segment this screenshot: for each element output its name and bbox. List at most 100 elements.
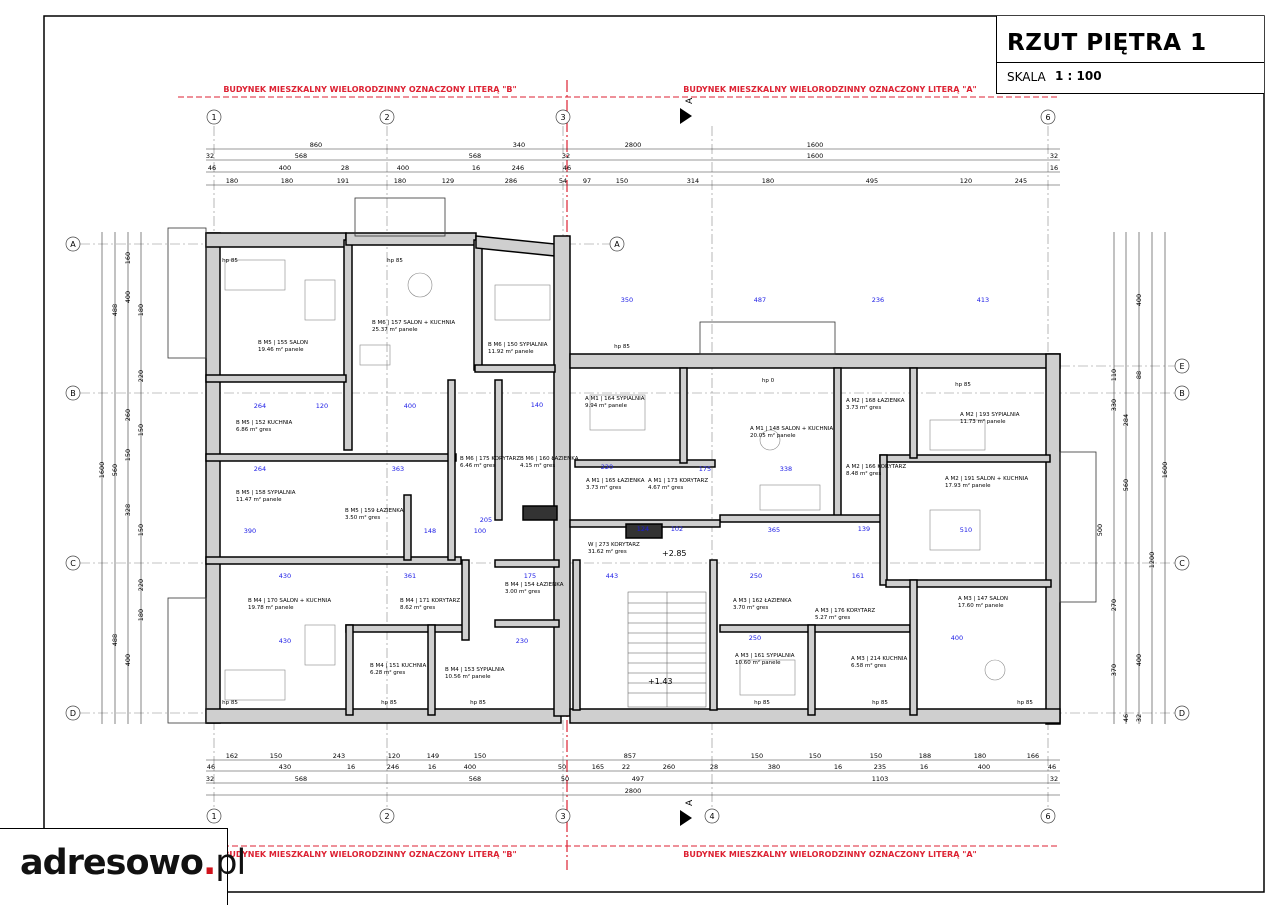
dim-left: 180 bbox=[137, 304, 145, 316]
dim-inner: 139 bbox=[858, 525, 870, 533]
dim-bottom: 32 bbox=[206, 775, 214, 783]
dim-top: 568 bbox=[295, 152, 307, 160]
dim-right: 270 bbox=[1110, 599, 1118, 611]
axis-2-top: 2 bbox=[379, 109, 395, 125]
dim-bottom: 243 bbox=[333, 752, 345, 760]
dim-bottom: 16 bbox=[347, 763, 355, 771]
dim-left: 260 bbox=[124, 409, 132, 421]
room-area: 6.28 m² gres bbox=[370, 669, 405, 676]
dim-left: 400 bbox=[124, 654, 132, 666]
dim-left: 220 bbox=[137, 370, 145, 382]
dim-bottom: 180 bbox=[974, 752, 986, 760]
dim-top: 28 bbox=[341, 164, 349, 172]
axis-2-bottom: 2 bbox=[379, 808, 395, 824]
svg-text:6: 6 bbox=[1045, 812, 1050, 821]
room-label: A M1 | 148 SALON + KUCHNIA bbox=[750, 426, 833, 432]
svg-text:A: A bbox=[685, 799, 695, 806]
window-height: hp 85 bbox=[955, 382, 971, 388]
dim-inner: 400 bbox=[951, 634, 963, 642]
svg-text:D: D bbox=[70, 709, 76, 718]
dim-bottom: 50 bbox=[558, 763, 566, 771]
room-label: B M6 | 157 SALON + KUCHNIA bbox=[372, 320, 455, 326]
dim-left: 180 bbox=[137, 609, 145, 621]
dim-bottom: 16 bbox=[920, 763, 928, 771]
room-area: 8.62 m² gres bbox=[400, 604, 435, 611]
dim-right: 330 bbox=[1110, 399, 1118, 411]
axis-4-bottom: 4 bbox=[704, 808, 720, 824]
svg-text:A: A bbox=[70, 240, 76, 249]
dim-right: 500 bbox=[1096, 524, 1104, 536]
dim-bottom: 50 bbox=[561, 775, 569, 783]
dim-top: 2800 bbox=[625, 141, 642, 149]
staircase bbox=[627, 591, 707, 708]
dim-left: 488 bbox=[111, 634, 119, 646]
room-label: A M3 | 161 SYPIALNIA bbox=[735, 653, 795, 659]
dim-inner: 443 bbox=[606, 572, 618, 580]
dim-top: 180 bbox=[281, 177, 293, 185]
dim-top: 1600 bbox=[807, 152, 824, 160]
building-b-label-bottom: BUDYNEK MIESZKALNY WIELORODZINNY OZNACZO… bbox=[223, 850, 516, 859]
svg-text:2: 2 bbox=[384, 812, 389, 821]
level-lower: +1.43 bbox=[648, 677, 673, 686]
axis-6-top: 6 bbox=[1040, 109, 1056, 125]
room-area: 25.37 m² panele bbox=[372, 326, 418, 333]
svg-text:1: 1 bbox=[211, 812, 216, 821]
axis-A-left: A bbox=[65, 236, 81, 252]
dim-left: 328 bbox=[124, 504, 132, 516]
room-area: 6.58 m² gres bbox=[851, 662, 886, 669]
room-area: 3.00 m² gres bbox=[505, 588, 540, 595]
axis-E-right: E bbox=[1174, 358, 1190, 374]
svg-text:D: D bbox=[1179, 709, 1185, 718]
room-area: 3.50 m² gres bbox=[345, 514, 380, 521]
room-area: 17.60 m² panele bbox=[958, 602, 1004, 609]
room-label: B M4 | 154 ŁAZIENKA bbox=[505, 582, 564, 588]
dim-inner: 148 bbox=[424, 527, 436, 535]
dim-top: 16 bbox=[472, 164, 480, 172]
dim-bottom: 380 bbox=[768, 763, 780, 771]
room-area: 10.60 m² panele bbox=[735, 659, 781, 666]
svg-text:C: C bbox=[70, 559, 76, 568]
dim-top: 32 bbox=[562, 152, 570, 160]
dim-inner: 510 bbox=[960, 526, 972, 534]
dim-bottom: 150 bbox=[870, 752, 882, 760]
dim-top: 120 bbox=[960, 177, 972, 185]
dimension-lines bbox=[101, 148, 1166, 796]
dim-inner: 250 bbox=[749, 634, 761, 642]
room-label: B M5 | 152 KUCHNIA bbox=[236, 420, 293, 426]
dim-left: 150 bbox=[137, 424, 145, 436]
dim-right: 560 bbox=[1122, 479, 1130, 491]
dim-top: 180 bbox=[394, 177, 406, 185]
dim-inner: 400 bbox=[404, 402, 416, 410]
dim-inner: 175 bbox=[524, 572, 536, 580]
sheet-frame bbox=[43, 15, 1265, 893]
dim-bottom: 1103 bbox=[872, 775, 889, 783]
watermark-logo: adresowo.pl bbox=[0, 828, 246, 905]
axis-bubbles-horizontal: A A B C D E B C D bbox=[65, 236, 1190, 721]
room-area: 3.70 m² gres bbox=[733, 604, 768, 611]
svg-text:6: 6 bbox=[1045, 113, 1050, 122]
building-b-label-top: BUDYNEK MIESZKALNY WIELORODZINNY OZNACZO… bbox=[223, 85, 516, 94]
room-label: A M1 | 173 KORYTARZ bbox=[648, 478, 708, 484]
dim-left: 150 bbox=[124, 449, 132, 461]
dim-inner: 430 bbox=[279, 637, 291, 645]
svg-text:3: 3 bbox=[560, 113, 565, 122]
dim-right: 110 bbox=[1110, 369, 1118, 381]
axis-B-left: B bbox=[65, 385, 81, 401]
window-height: hp 85 bbox=[614, 344, 630, 350]
room-label: B M6 | 150 SYPIALNIA bbox=[488, 342, 548, 348]
dim-bottom: 857 bbox=[624, 752, 636, 760]
dim-right: 370 bbox=[1110, 664, 1118, 676]
dim-left: 220 bbox=[137, 579, 145, 591]
room-label: A M2 | 193 SYPIALNIA bbox=[960, 412, 1020, 418]
dim-bottom: 2800 bbox=[625, 787, 642, 795]
dim-top: 46 bbox=[208, 164, 216, 172]
room-label: A M1 | 164 SYPIALNIA bbox=[585, 396, 645, 402]
window-height: hp 85 bbox=[1017, 700, 1033, 706]
dim-right: 400 bbox=[1135, 294, 1143, 306]
drawing-title: RZUT PIĘTRA 1 bbox=[1007, 30, 1207, 56]
dim-top: 32 bbox=[206, 152, 214, 160]
dim-inner: 102 bbox=[671, 525, 683, 533]
dim-bottom: 165 bbox=[592, 763, 604, 771]
room-label: B M4 | 170 SALON + KUCHNIA bbox=[248, 598, 331, 604]
